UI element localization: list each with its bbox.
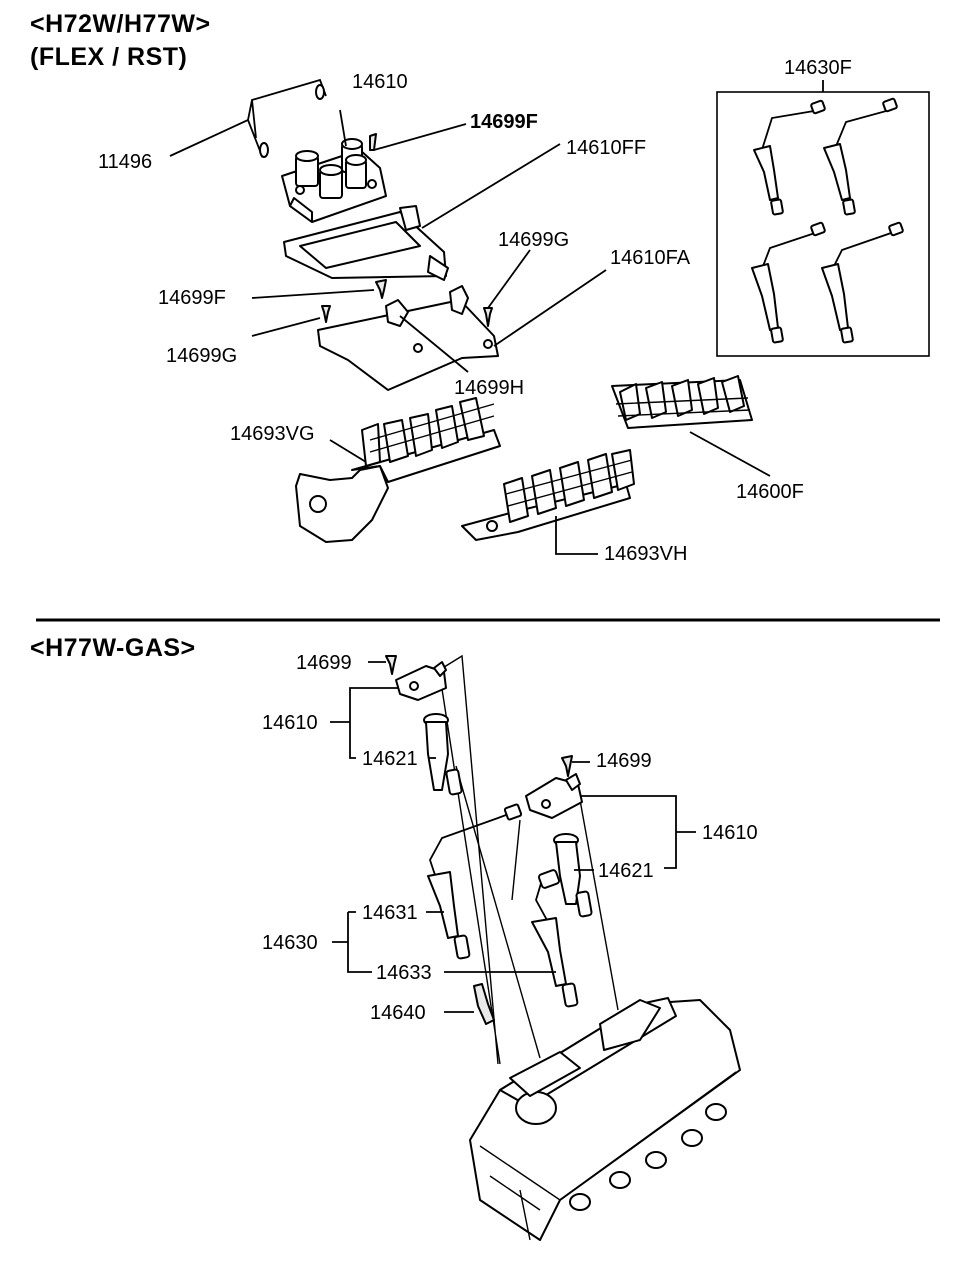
label-14699f-lower: 14699F — [158, 287, 226, 309]
label-14699f-upper: 14699F — [470, 111, 538, 133]
holder-14600f — [611, 375, 771, 477]
bolt-14699f-upper — [369, 123, 467, 151]
harness-11496 — [169, 78, 327, 158]
label-14610ff: 14610FF — [566, 137, 646, 159]
top-assembly: 11496 14610 14699F 14610FF 14699G 14610F… — [98, 57, 930, 565]
label-14699-right: 14699 — [596, 750, 652, 772]
bracket-14610fa — [317, 269, 607, 391]
label-14699g-upper: 14699G — [498, 229, 569, 251]
bracket-14610ff — [283, 143, 561, 281]
bracket-leader-14610-right — [580, 795, 696, 869]
cylinder-head — [469, 997, 741, 1241]
screw-14699g-upper — [483, 249, 531, 327]
label-11496: 11496 — [98, 151, 152, 173]
label-14610-upper: 14610 — [262, 712, 318, 734]
label-14699-upper: 14699 — [296, 652, 352, 674]
bolt-14699-upper — [368, 655, 397, 675]
label-14621-upper: 14621 — [362, 748, 418, 770]
label-14631: 14631 — [362, 902, 418, 924]
section-subtitle-flex-rst: (FLEX / RST) — [30, 43, 188, 71]
bracket-14693vh — [461, 449, 635, 555]
label-14699g-lower: 14699G — [166, 345, 237, 367]
label-14610fa: 14610FA — [610, 247, 691, 269]
bracket-leader-14610-upper — [330, 687, 398, 759]
label-14610: 14610 — [352, 71, 408, 93]
bolt-14699f-lower — [251, 279, 387, 299]
screw-14699g-lower — [251, 305, 331, 337]
label-14600f: 14600F — [736, 481, 804, 503]
label-14640: 14640 — [370, 1002, 426, 1024]
section-title-h72w-h77w: <H72W/H77W> — [30, 10, 211, 38]
ignition-coil-14610-upper — [395, 661, 447, 701]
spark-plug-boot-14621-upper — [423, 713, 463, 796]
label-14693vg: 14693VG — [230, 423, 315, 445]
spark-plug-14640 — [444, 983, 495, 1025]
spark-plug-boot-14621-right — [553, 833, 593, 918]
bracket-14693vg — [295, 397, 501, 543]
bracket-leader-14630 — [332, 911, 372, 973]
plug-wire-set-14630f — [716, 80, 930, 357]
label-14633: 14633 — [376, 962, 432, 984]
plug-wire-14631 — [427, 803, 523, 960]
label-14610-right: 14610 — [702, 822, 758, 844]
bolt-14699-right — [561, 755, 590, 777]
section-title-h77w-gas: <H77W-GAS> — [30, 634, 196, 662]
ignition-coil-14610 — [281, 109, 387, 223]
ignition-coil-14610-right — [525, 773, 583, 819]
leader-14699h — [399, 315, 469, 373]
label-14630f: 14630F — [784, 57, 852, 79]
label-14630: 14630 — [262, 932, 318, 954]
plug-wire-14633 — [531, 869, 579, 1008]
guide-lines-2 — [455, 765, 619, 1059]
label-14693vh: 14693VH — [604, 543, 687, 565]
bottom-assembly: 14699 14610 14621 14699 14610 14621 1463… — [262, 652, 758, 1241]
label-14699h: 14699H — [454, 377, 524, 399]
label-14621-right: 14621 — [598, 860, 654, 882]
